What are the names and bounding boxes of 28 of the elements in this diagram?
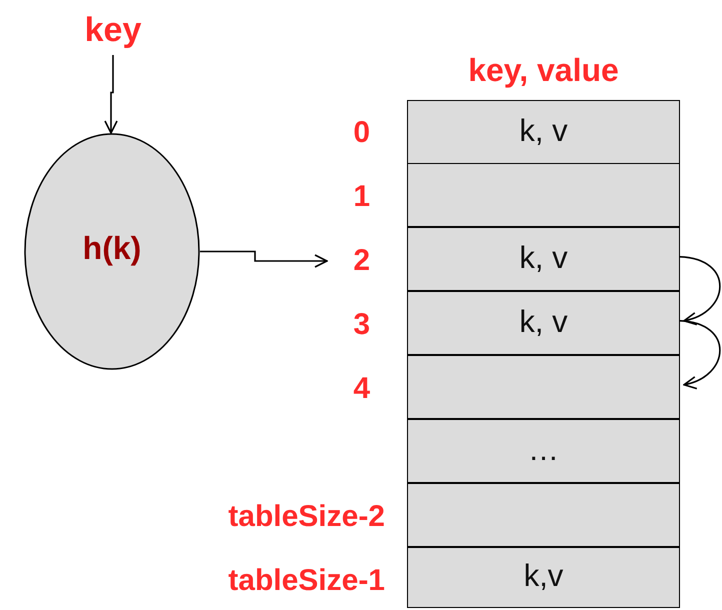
index-label: tableSize-2 bbox=[150, 496, 385, 538]
table-row bbox=[407, 546, 680, 608]
table-heading: key, value bbox=[467, 52, 620, 89]
key-label: key bbox=[70, 8, 156, 52]
hash-function-ellipse bbox=[24, 133, 200, 370]
arrow bbox=[680, 320, 721, 388]
arrow bbox=[104, 55, 118, 134]
table-row bbox=[407, 354, 680, 418]
entry-text: k, v bbox=[518, 240, 569, 276]
function-label: h(k) bbox=[82, 230, 142, 266]
index-label: 4 bbox=[330, 368, 370, 410]
index-label: 2 bbox=[330, 240, 370, 282]
index-label: tableSize-1 bbox=[150, 560, 385, 602]
table-row bbox=[407, 418, 680, 482]
entry-text: k,v bbox=[522, 558, 564, 594]
table-row bbox=[407, 100, 680, 164]
table-row bbox=[407, 162, 680, 226]
index-label: 1 bbox=[330, 176, 370, 218]
arrow bbox=[200, 250, 328, 268]
entry-text: … bbox=[527, 432, 560, 468]
index-label: 3 bbox=[330, 304, 370, 346]
table-row bbox=[407, 482, 680, 546]
table-row bbox=[407, 290, 680, 354]
entry-text: k, v bbox=[518, 304, 569, 340]
table-row bbox=[407, 226, 680, 290]
index-label: 0 bbox=[330, 112, 370, 154]
entry-text: k, v bbox=[518, 113, 569, 149]
arrow bbox=[680, 256, 721, 324]
